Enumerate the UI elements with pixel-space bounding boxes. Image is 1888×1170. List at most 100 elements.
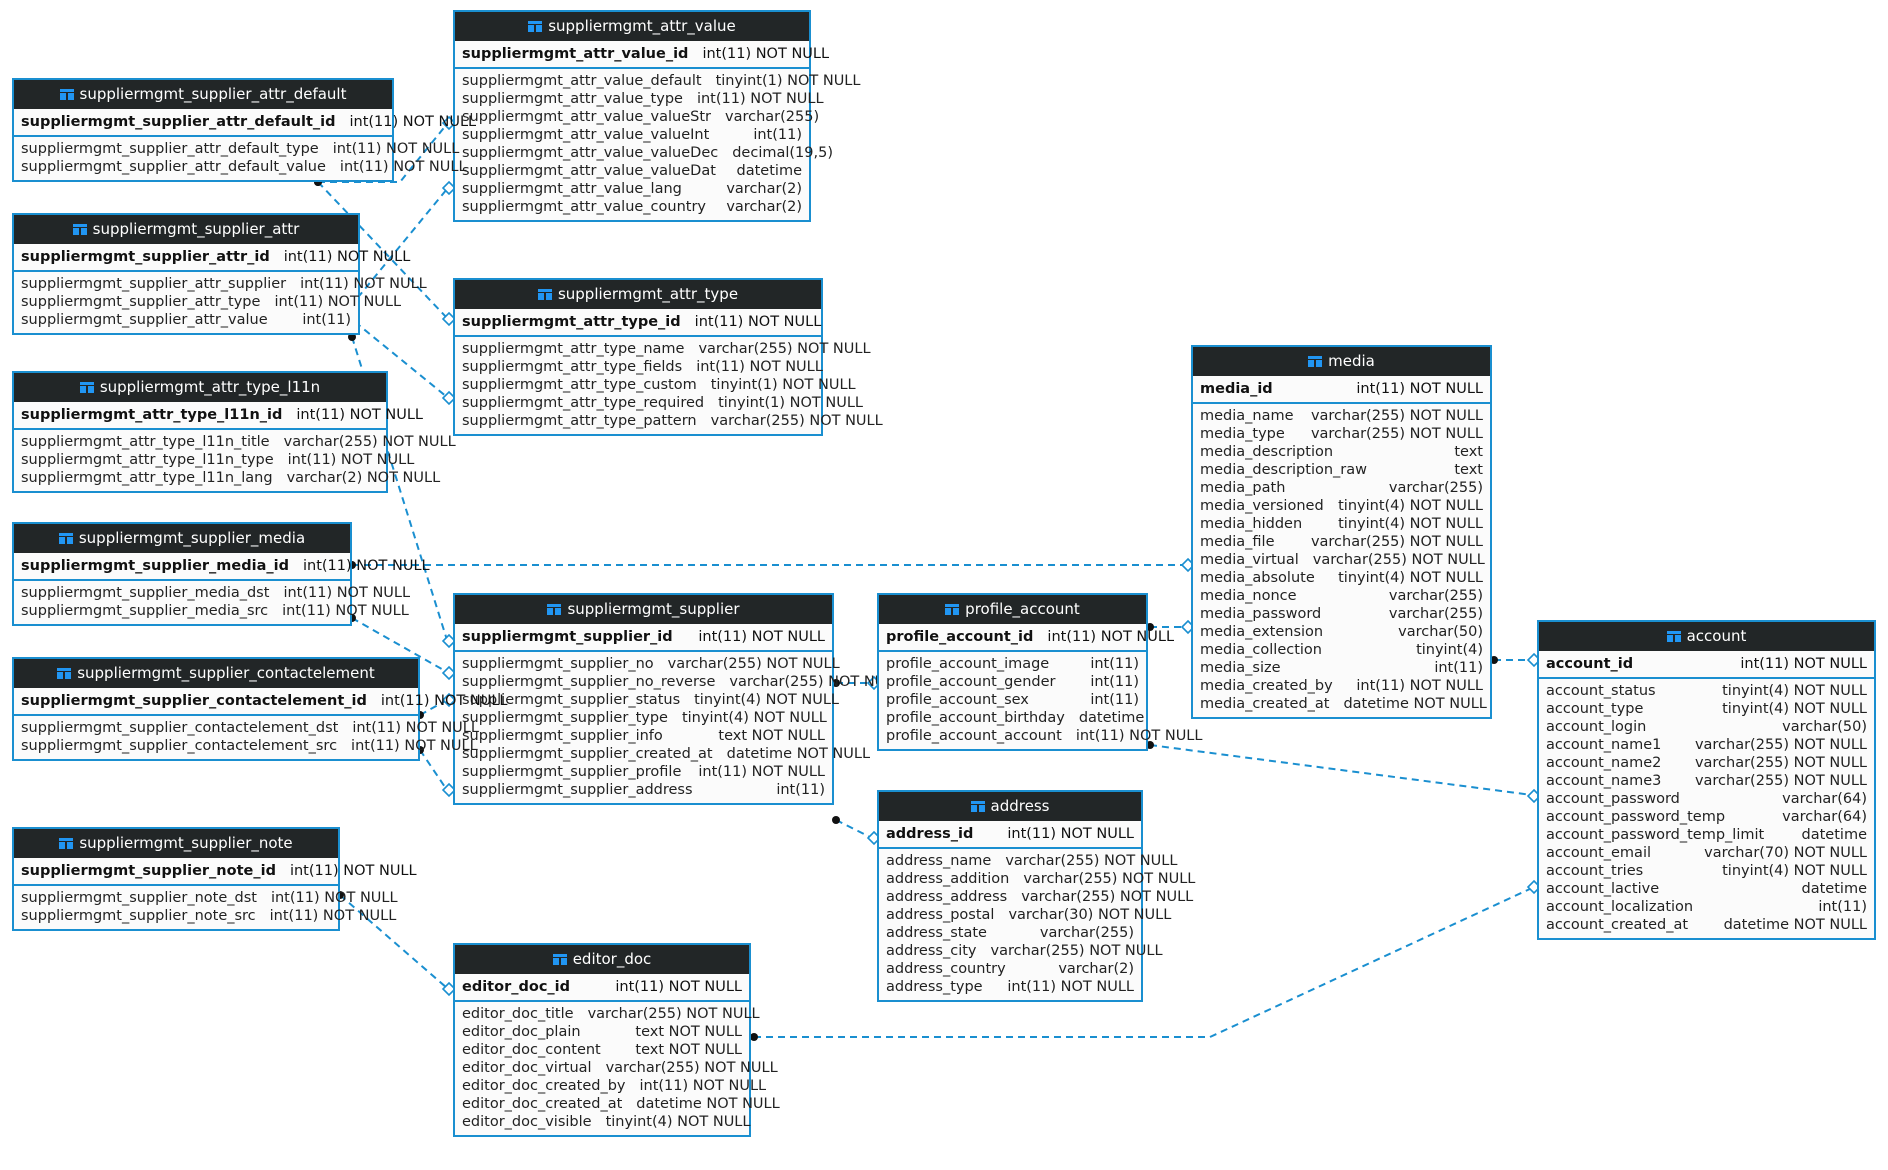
relationship-media-to-account[interactable] (1490, 652, 1542, 668)
column-row[interactable]: suppliermgmt_supplier_contactelement_src… (14, 737, 478, 755)
column-row[interactable]: suppliermgmt_supplier_attr_default_value… (14, 158, 467, 176)
column-row[interactable]: suppliermgmt_supplier_contactelement_dst… (14, 719, 479, 737)
relationship-profile_account-to-account[interactable] (1146, 741, 1542, 804)
relationship-editor_doc-to-account[interactable] (750, 879, 1542, 1041)
relationship-suppliermgmt_supplier_contactelement-to-suppliermgmt_supplier[interactable] (416, 692, 457, 719)
